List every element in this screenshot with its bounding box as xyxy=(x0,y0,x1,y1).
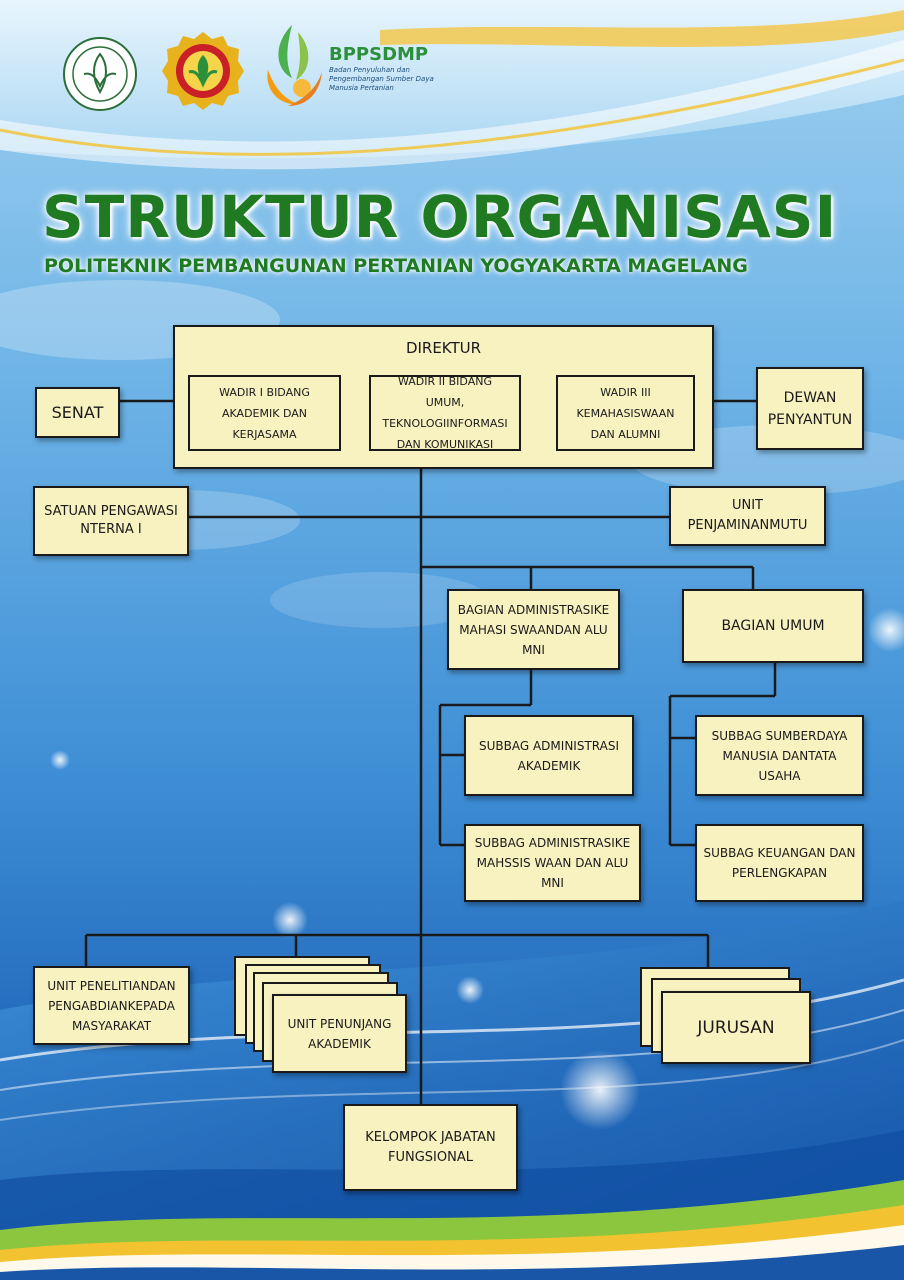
dewan-penyantun-label: DEWAN PENYANTUN xyxy=(767,389,853,428)
subbag-akademik-box: SUBBAG ADMINISTRASI AKADEMIK xyxy=(464,715,634,796)
brand-name: BPPSDMP xyxy=(329,44,429,65)
jurusan-label: JURUSAN xyxy=(697,1017,775,1038)
satuan-pengawas-label: SATUAN PENGAWASINTERNA I xyxy=(44,504,178,537)
senat-box: SENAT xyxy=(35,387,120,438)
dewan-penyantun-box: DEWAN PENYANTUN xyxy=(756,367,864,450)
bagian-umum-label: BAGIAN UMUM xyxy=(721,618,825,634)
ministry-emblem-icon xyxy=(162,32,244,110)
unit-penunjang-label: UNIT PENUNJANG AKADEMIK xyxy=(287,1016,392,1051)
subbag-sdm-box: SUBBAG SUMBERDAYA MANUSIA DANTATA USAHA xyxy=(695,715,864,796)
brand-tagline: Badan Penyuluhan dan Pengembangan Sumber… xyxy=(329,66,434,92)
page-subtitle: POLITEKNIK PEMBANGUNAN PERTANIAN YOGYAKA… xyxy=(44,255,748,277)
subbag-akademik-label: SUBBAG ADMINISTRASI AKADEMIK xyxy=(479,738,619,773)
subbag-sdm-label: SUBBAG SUMBERDAYA MANUSIA DANTATA USAHA xyxy=(711,728,848,783)
subbag-keuangan-label: SUBBAG KEUANGAN DAN PERLENGKAPAN xyxy=(703,846,856,880)
unit-penunjang-box: UNIT PENUNJANG AKADEMIK xyxy=(272,994,407,1073)
direktur-label: DIREKTUR xyxy=(405,339,482,357)
satuan-pengawas-box: SATUAN PENGAWASINTERNA I xyxy=(33,486,189,556)
university-seal-icon xyxy=(63,37,137,111)
senat-label: SENAT xyxy=(51,402,104,422)
jurusan-box: JURUSAN xyxy=(661,991,811,1064)
wadir-1-box: WADIR I BIDANG AKADEMIK DAN KERJASAMA xyxy=(188,375,341,451)
wadir-3-label: WADIR III KEMAHASISWAAN DAN ALUMNI xyxy=(576,385,675,441)
unit-penelitian-label: UNIT PENELITIANDAN PENGABDIANKEPADA MASY… xyxy=(47,978,176,1033)
subbag-kemahasiswaan-box: SUBBAG ADMINISTRASIKEMAHSSIS WAAN DAN AL… xyxy=(464,824,641,902)
bagian-administrasi-label: BAGIAN ADMINISTRASIKEMAHASI SWAANDAN ALU… xyxy=(457,602,610,657)
wadir-3-box: WADIR III KEMAHASISWAAN DAN ALUMNI xyxy=(556,375,695,451)
wadir-1-label: WADIR I BIDANG AKADEMIK DAN KERJASAMA xyxy=(219,385,310,441)
unit-penjaminan-mutu-box: UNIT PENJAMINANMUTU xyxy=(669,486,826,546)
kelompok-jabatan-label: KELOMPOK JABATAN FUNGSIONAL xyxy=(365,1129,496,1165)
wadir-2-box: WADIR II BIDANG UMUM, TEKNOLOGIINFORMASI… xyxy=(369,375,521,451)
subbag-kemahasiswaan-label: SUBBAG ADMINISTRASIKEMAHSSIS WAAN DAN AL… xyxy=(474,836,631,890)
subbag-keuangan-box: SUBBAG KEUANGAN DAN PERLENGKAPAN xyxy=(695,824,864,902)
bagian-administrasi-box: BAGIAN ADMINISTRASIKEMAHASI SWAANDAN ALU… xyxy=(447,589,620,670)
unit-penelitian-box: UNIT PENELITIANDAN PENGABDIANKEPADA MASY… xyxy=(33,966,190,1045)
bagian-umum-box: BAGIAN UMUM xyxy=(682,589,864,663)
unit-penjaminan-mutu-label: UNIT PENJAMINANMUTU xyxy=(687,498,808,533)
wadir-2-label: WADIR II BIDANG UMUM, TEKNOLOGIINFORMASI… xyxy=(382,375,508,451)
bppsdmp-logo-icon xyxy=(267,25,322,106)
kelompok-jabatan-box: KELOMPOK JABATAN FUNGSIONAL xyxy=(343,1104,518,1191)
page-title: STRUKTUR ORGANISASI xyxy=(42,183,838,251)
